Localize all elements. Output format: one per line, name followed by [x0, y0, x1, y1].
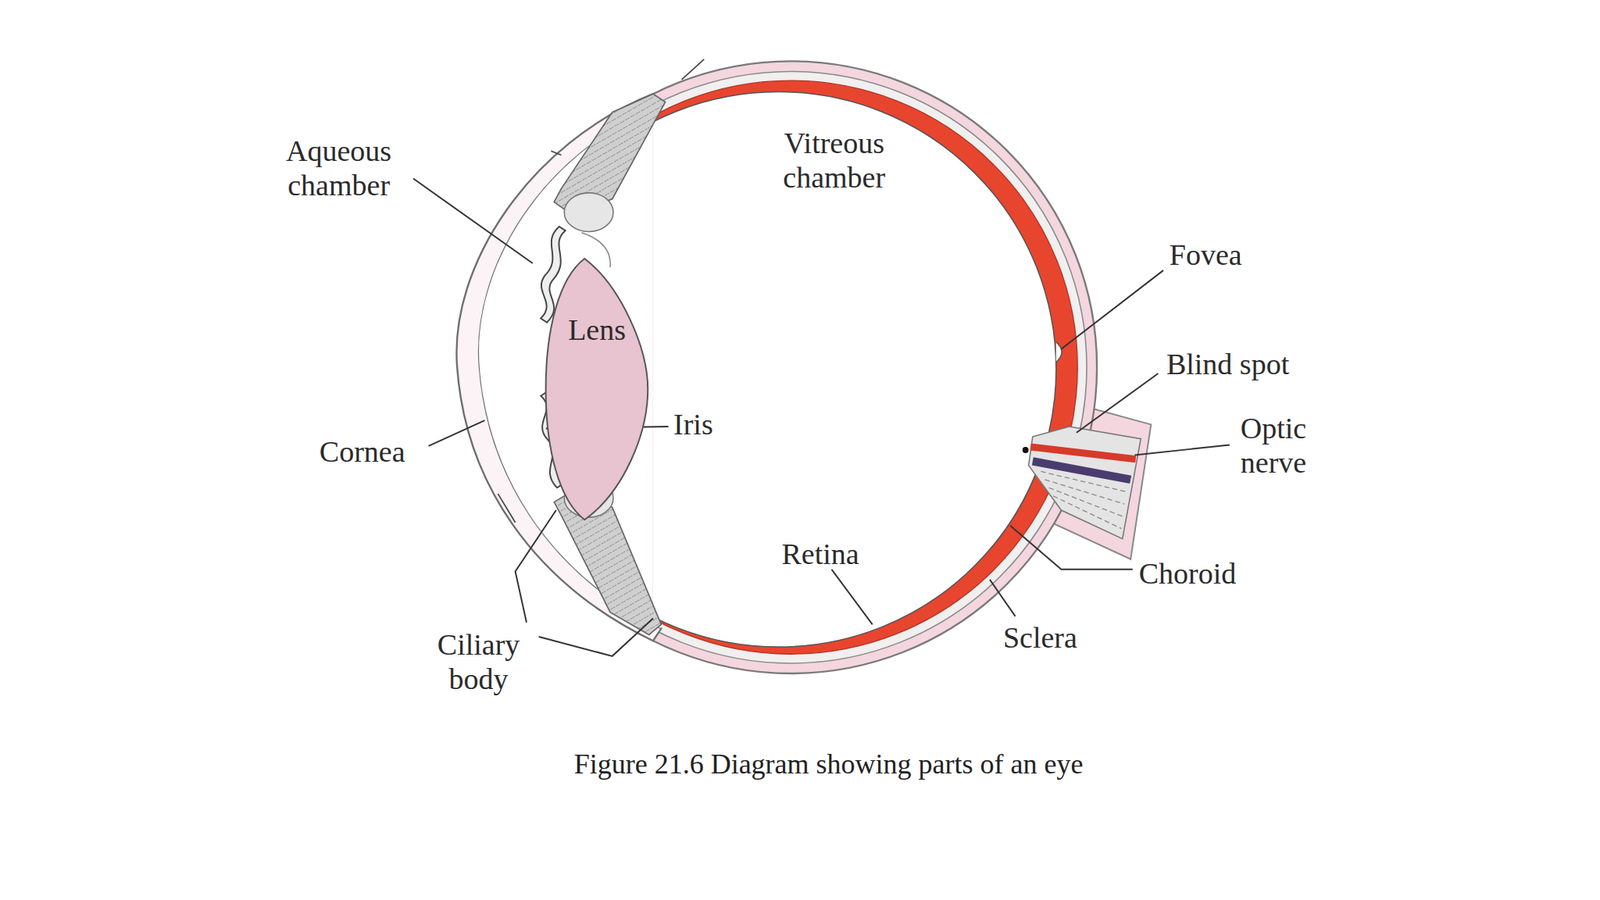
lens-outline: [543, 255, 650, 523]
cornea-tick: [497, 493, 515, 523]
leader-line: [515, 510, 557, 623]
optic-nerve-core: [1028, 426, 1142, 540]
nerve-fibre: [1040, 471, 1127, 492]
part-label: Optic nerve: [1222, 410, 1325, 480]
nerve-fibres: [1040, 471, 1127, 529]
part-label: Vitreous chamber: [760, 125, 908, 195]
part-label: Cornea: [319, 434, 406, 469]
part-label: Ciliary body: [421, 627, 536, 697]
cornea-tick: [550, 150, 561, 155]
leader-line: [428, 420, 486, 447]
leader-line: [831, 569, 872, 625]
part-label: Retina: [781, 536, 859, 572]
cornea-band: [456, 93, 661, 641]
cornea-tick: [681, 59, 704, 80]
figure-caption: Figure 21.6 Diagram showing parts of an …: [574, 747, 1084, 781]
leader-line: [539, 618, 654, 657]
part-label: Choroid: [1139, 556, 1237, 591]
sclera-layer: [653, 60, 1097, 674]
lens-label: Lens: [543, 312, 650, 347]
ciliary-body-lower: [553, 492, 661, 636]
lens-body: [546, 257, 649, 519]
leader-line: [1134, 444, 1229, 455]
part-label: Blind spot: [1166, 346, 1290, 382]
part-label: Fovea: [1169, 237, 1243, 272]
leader-line: [989, 579, 1016, 617]
part-label: Sclera: [1003, 620, 1078, 655]
blind-spot-dot: [1022, 446, 1029, 454]
part-label: Aqueous chamber: [267, 133, 411, 203]
retinal-vein: [1032, 460, 1131, 480]
leader-line: [1060, 270, 1164, 350]
choroid-layer: [653, 71, 1087, 664]
ciliary-body-upper: [553, 93, 665, 215]
nerve-fibre: [1053, 496, 1122, 529]
suspensory-ligament: [564, 192, 614, 233]
fovea-pit: [1056, 342, 1062, 363]
part-label: Iris: [673, 407, 714, 442]
leader-lines: [413, 178, 1230, 657]
leader-line: [413, 178, 533, 264]
lens-shape: Lens: [543, 255, 650, 523]
nerve-fibre: [1044, 479, 1125, 504]
leader-line: [1010, 525, 1133, 570]
vitreous-chamber: [653, 92, 1057, 648]
eyeball-layers: [653, 60, 1097, 674]
leader-line: [1076, 373, 1158, 433]
retinal-artery: [1030, 446, 1136, 460]
